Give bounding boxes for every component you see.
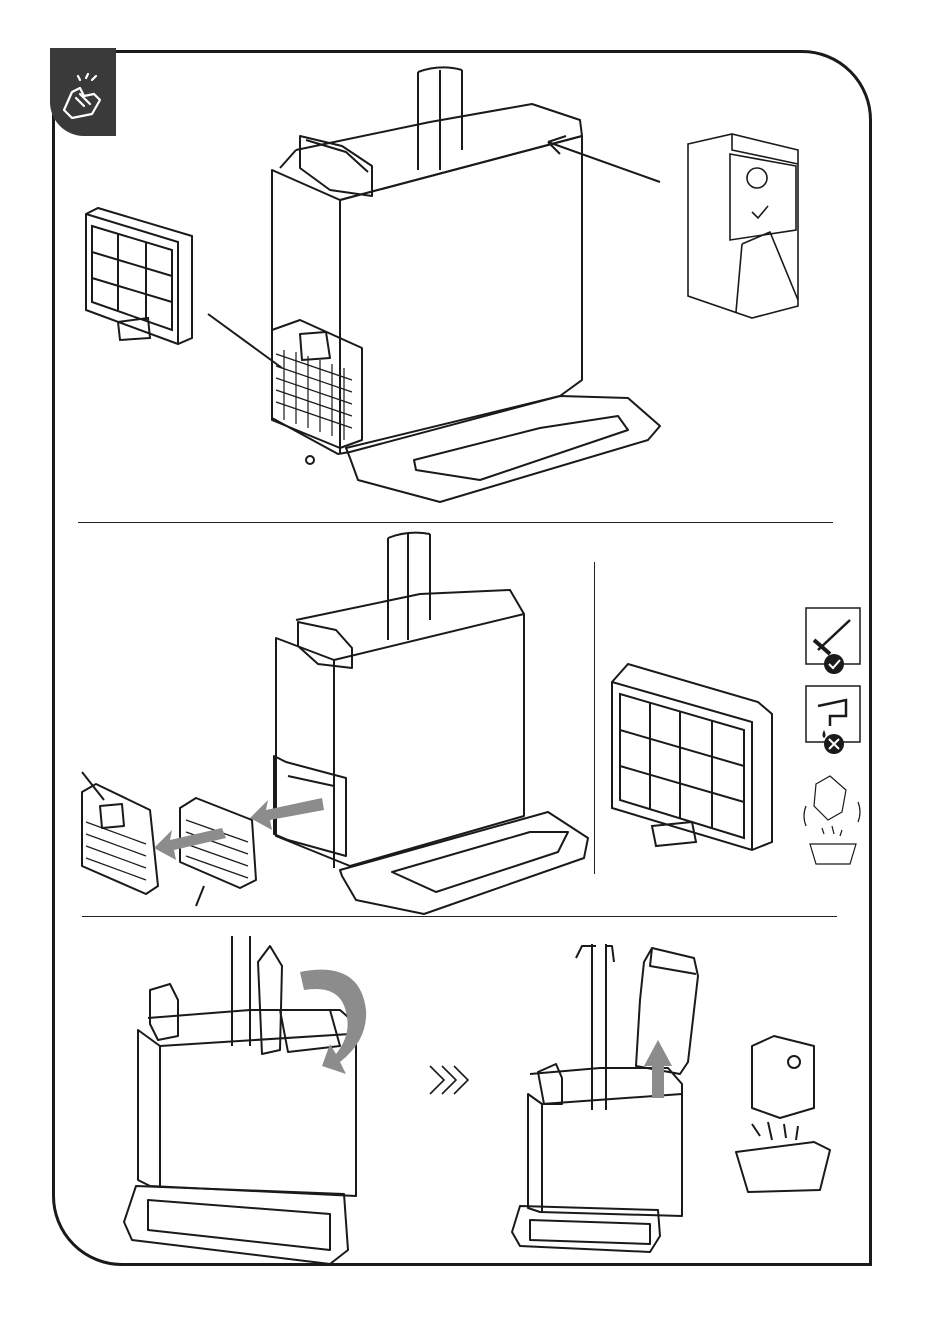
dust-bag-lifted [636, 948, 698, 1074]
base-tray [530, 1220, 650, 1244]
station-base [124, 1186, 348, 1264]
empty-bag-icon [752, 1036, 814, 1118]
vacuum-pole [592, 944, 606, 1110]
base-tray [148, 1200, 330, 1250]
bin-icon [736, 1142, 830, 1192]
station-body [138, 1030, 356, 1196]
station-body [528, 1094, 682, 1216]
vacuum-pole [232, 936, 250, 1046]
station-handle [538, 1064, 562, 1104]
next-step-chevrons-icon [430, 1066, 468, 1094]
station-handle [150, 984, 178, 1040]
